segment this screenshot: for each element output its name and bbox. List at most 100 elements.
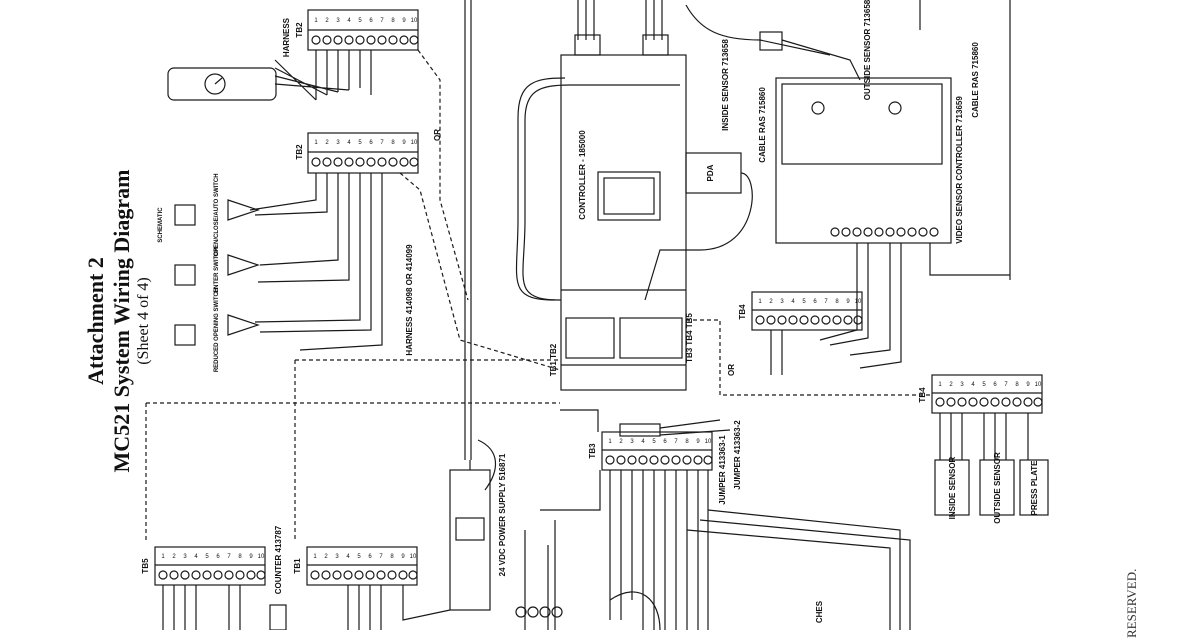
label-controller: CONTROLLER - 185000 <box>578 130 587 220</box>
tb2-top-screws <box>311 35 419 45</box>
press-plate-box <box>1019 459 1049 516</box>
terminal-number: 5 <box>358 140 362 146</box>
video-sensor-controller <box>775 77 952 244</box>
terminal-number: 9 <box>846 299 850 305</box>
label-video-controller: VIDEO SENSOR CONTROLLER 713659 <box>955 96 964 244</box>
terminal-number: 5 <box>802 299 806 305</box>
terminal-number: 4 <box>791 299 795 305</box>
terminal-number: 9 <box>402 140 406 146</box>
tb3-block <box>601 431 713 471</box>
controller-display <box>597 171 661 221</box>
terminal-number: 7 <box>674 439 678 445</box>
label-or-mid: OR <box>727 364 736 376</box>
tb2-mid-block <box>307 132 419 174</box>
label-counter: COUNTER 413787 <box>274 525 283 594</box>
label-press-plate: PRESS PLATE <box>1030 460 1039 516</box>
terminal-number: 9 <box>249 554 253 560</box>
label-tb4-right: TB4 <box>738 304 747 320</box>
terminal-number: 6 <box>813 299 817 305</box>
terminal-number: 3 <box>336 140 340 146</box>
label-tb2-mid: TB2 <box>295 144 304 160</box>
terminal-number: 4 <box>346 554 350 560</box>
tb5-screws <box>158 570 266 580</box>
label-tb3: TB3 <box>588 443 597 459</box>
label-cable-top: CABLE RAS 715860 <box>758 87 767 163</box>
controller-terminals <box>830 227 939 237</box>
label-harness-mid: HARNESS 414098 OR 414099 <box>405 244 414 356</box>
terminal-number: 2 <box>769 299 773 305</box>
label-or-top: OR <box>433 129 442 141</box>
terminal-number: 1 <box>314 140 318 146</box>
tb1-screws <box>310 570 418 580</box>
terminal-number: 3 <box>780 299 784 305</box>
terminal-number: 8 <box>685 439 689 445</box>
switch-enter <box>227 254 260 276</box>
terminal-number: 9 <box>696 439 700 445</box>
label-jumper2: JUMPER 413363-2 <box>733 420 742 490</box>
terminal-number: 10 <box>855 299 862 305</box>
terminal-number: 1 <box>758 299 762 305</box>
label-tb1: TB1 <box>293 558 302 574</box>
terminal-number: 4 <box>347 18 351 24</box>
terminal-number: 2 <box>172 554 176 560</box>
terminal-number: 7 <box>380 140 384 146</box>
terminal-number: 4 <box>971 382 975 388</box>
label-harness-top: HARNESS <box>282 17 291 57</box>
terminal-number: 10 <box>705 439 712 445</box>
label-outside-sensor-top: OUTSIDE SENSOR 713658 <box>863 0 872 100</box>
terminal-number: 10 <box>258 554 265 560</box>
outside-sensor-box <box>979 459 1015 516</box>
terminal-number: 4 <box>641 439 645 445</box>
terminal-number: 6 <box>993 382 997 388</box>
terminal-number: 1 <box>314 18 318 24</box>
tb2-mid-screws <box>311 157 419 167</box>
terminal-number: 9 <box>402 18 406 24</box>
tb5-block <box>154 546 266 586</box>
label-outside-sensor-box: OUTSIDE SENSOR <box>993 452 1002 524</box>
terminal-number: 2 <box>325 140 329 146</box>
terminal-number: 2 <box>619 439 623 445</box>
terminal-number: 2 <box>324 554 328 560</box>
label-inside-sensor-box: INSIDE SENSOR <box>948 456 957 519</box>
terminal-number: 8 <box>1015 382 1019 388</box>
switch-open-close <box>227 199 260 221</box>
terminal-number: 10 <box>1035 382 1042 388</box>
terminal-number: 10 <box>410 554 417 560</box>
terminal-number: 7 <box>824 299 828 305</box>
terminal-number: 6 <box>663 439 667 445</box>
tb4-right-block <box>751 291 863 331</box>
controller-box <box>560 54 687 391</box>
terminal-number: 5 <box>205 554 209 560</box>
tb4-right-screws <box>755 315 863 325</box>
inside-sensor-box <box>934 459 970 516</box>
terminal-number: 8 <box>390 554 394 560</box>
terminal-number: 1 <box>161 554 165 560</box>
tb1-block <box>306 546 418 586</box>
label-power-supply: 24 VDC POWER SUPPLY 516871 <box>498 453 507 576</box>
terminal-number: 6 <box>369 18 373 24</box>
terminal-number: 6 <box>216 554 220 560</box>
terminal-number: 3 <box>630 439 634 445</box>
title-line1: Attachment 2 <box>83 257 108 385</box>
label-tb-markers: TB1 TB2 <box>549 343 558 376</box>
label-schematic: SCHEMATIC <box>158 207 164 243</box>
terminal-number: 6 <box>369 140 373 146</box>
label-pda: PDA <box>706 164 715 181</box>
terminal-number: 1 <box>938 382 942 388</box>
terminal-number: 8 <box>238 554 242 560</box>
terminal-number: 5 <box>357 554 361 560</box>
terminal-number: 5 <box>652 439 656 445</box>
switch-reduced <box>227 314 260 336</box>
label-tb4-lower: TB4 <box>918 387 927 403</box>
terminal-number: 8 <box>391 140 395 146</box>
terminal-number: 3 <box>183 554 187 560</box>
terminal-number: 5 <box>982 382 986 388</box>
tb4-lower-block <box>931 374 1043 414</box>
terminal-number: 10 <box>411 140 418 146</box>
terminal-number: 10 <box>411 18 418 24</box>
label-tb-markers2: TB3 TB4 TB5 <box>685 313 694 363</box>
terminal-number: 7 <box>380 18 384 24</box>
label-switch2: ENTER SWITCH <box>214 247 220 293</box>
label-switch3: REDUCED OPENING SWITCH <box>214 288 220 372</box>
